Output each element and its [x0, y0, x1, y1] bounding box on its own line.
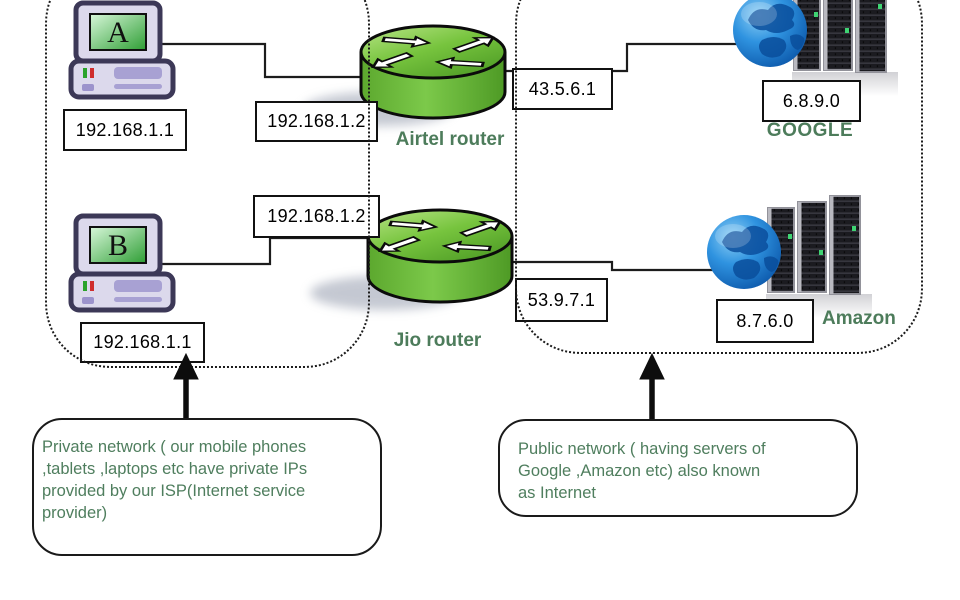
- private-network-region: [45, 0, 370, 368]
- private-arrow-head: [173, 352, 199, 380]
- ip-label-amazon: 8.7.6.0: [716, 299, 814, 343]
- google-server-icon: [733, 0, 898, 96]
- globe-icon: [733, 0, 807, 67]
- screen: [89, 13, 147, 51]
- ip-label-airtel-wan: 43.5.6.1: [512, 68, 613, 110]
- ip-label-google: 6.8.9.0: [762, 80, 861, 122]
- computer-b-icon: B: [68, 213, 176, 313]
- ip-label-computer-a: 192.168.1.1: [63, 109, 187, 151]
- public-arrow-head: [639, 352, 665, 380]
- jio-router-icon: [310, 208, 514, 310]
- public-network-region: [515, 0, 923, 354]
- globe-icon: [707, 215, 781, 289]
- computer-b-letter: B: [108, 229, 128, 262]
- ip-label-jio-lan: 192.168.1.2: [253, 195, 380, 238]
- airtel-router-icon: [303, 24, 507, 126]
- jio-router-label: Jio router: [393, 330, 482, 351]
- wire-jio-amazon: [510, 260, 714, 272]
- amazon-server-icon: [707, 195, 872, 318]
- private-network-note: Private network ( our mobile phones ,tab…: [32, 418, 382, 556]
- wire-computerA-airtel: [160, 42, 372, 79]
- google-label: GOOGLE: [766, 120, 854, 141]
- server-racks: [766, 195, 872, 318]
- screen: [89, 226, 147, 264]
- wire-computerB-jio: [160, 236, 392, 266]
- computer-a-letter: A: [107, 16, 129, 49]
- public-network-note: Public network ( having servers of Googl…: [498, 419, 858, 517]
- ip-label-airtel-lan: 192.168.1.2: [255, 101, 378, 142]
- airtel-router-label: Airtel router: [395, 129, 505, 150]
